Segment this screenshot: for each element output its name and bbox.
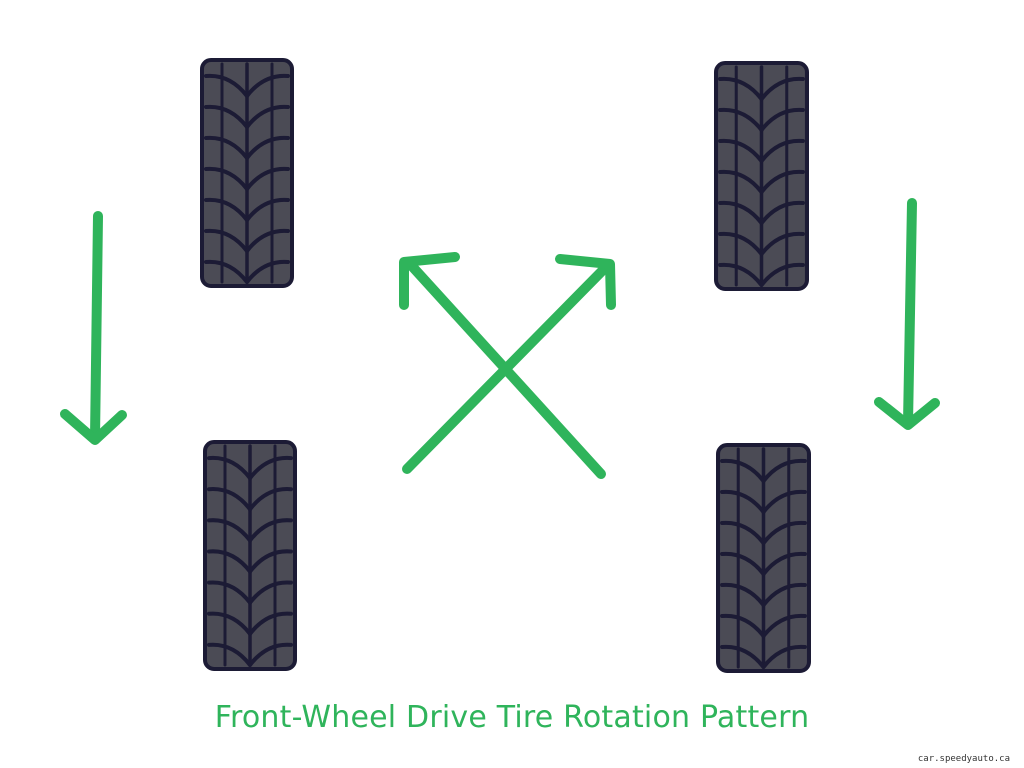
diagram-caption: Front-Wheel Drive Tire Rotation Pattern — [214, 700, 810, 735]
arrow-down-left-icon — [60, 211, 127, 445]
tire-rear-left-icon — [203, 440, 297, 671]
arrow-down-right-icon — [874, 198, 940, 430]
tire-front-left-icon — [200, 58, 294, 288]
watermark-text: car.speedyauto.ca — [917, 754, 1010, 764]
tire-rear-right-icon — [716, 443, 811, 673]
arrow-cross-up-right-icon — [402, 254, 616, 474]
tire-front-right-icon — [714, 61, 809, 291]
